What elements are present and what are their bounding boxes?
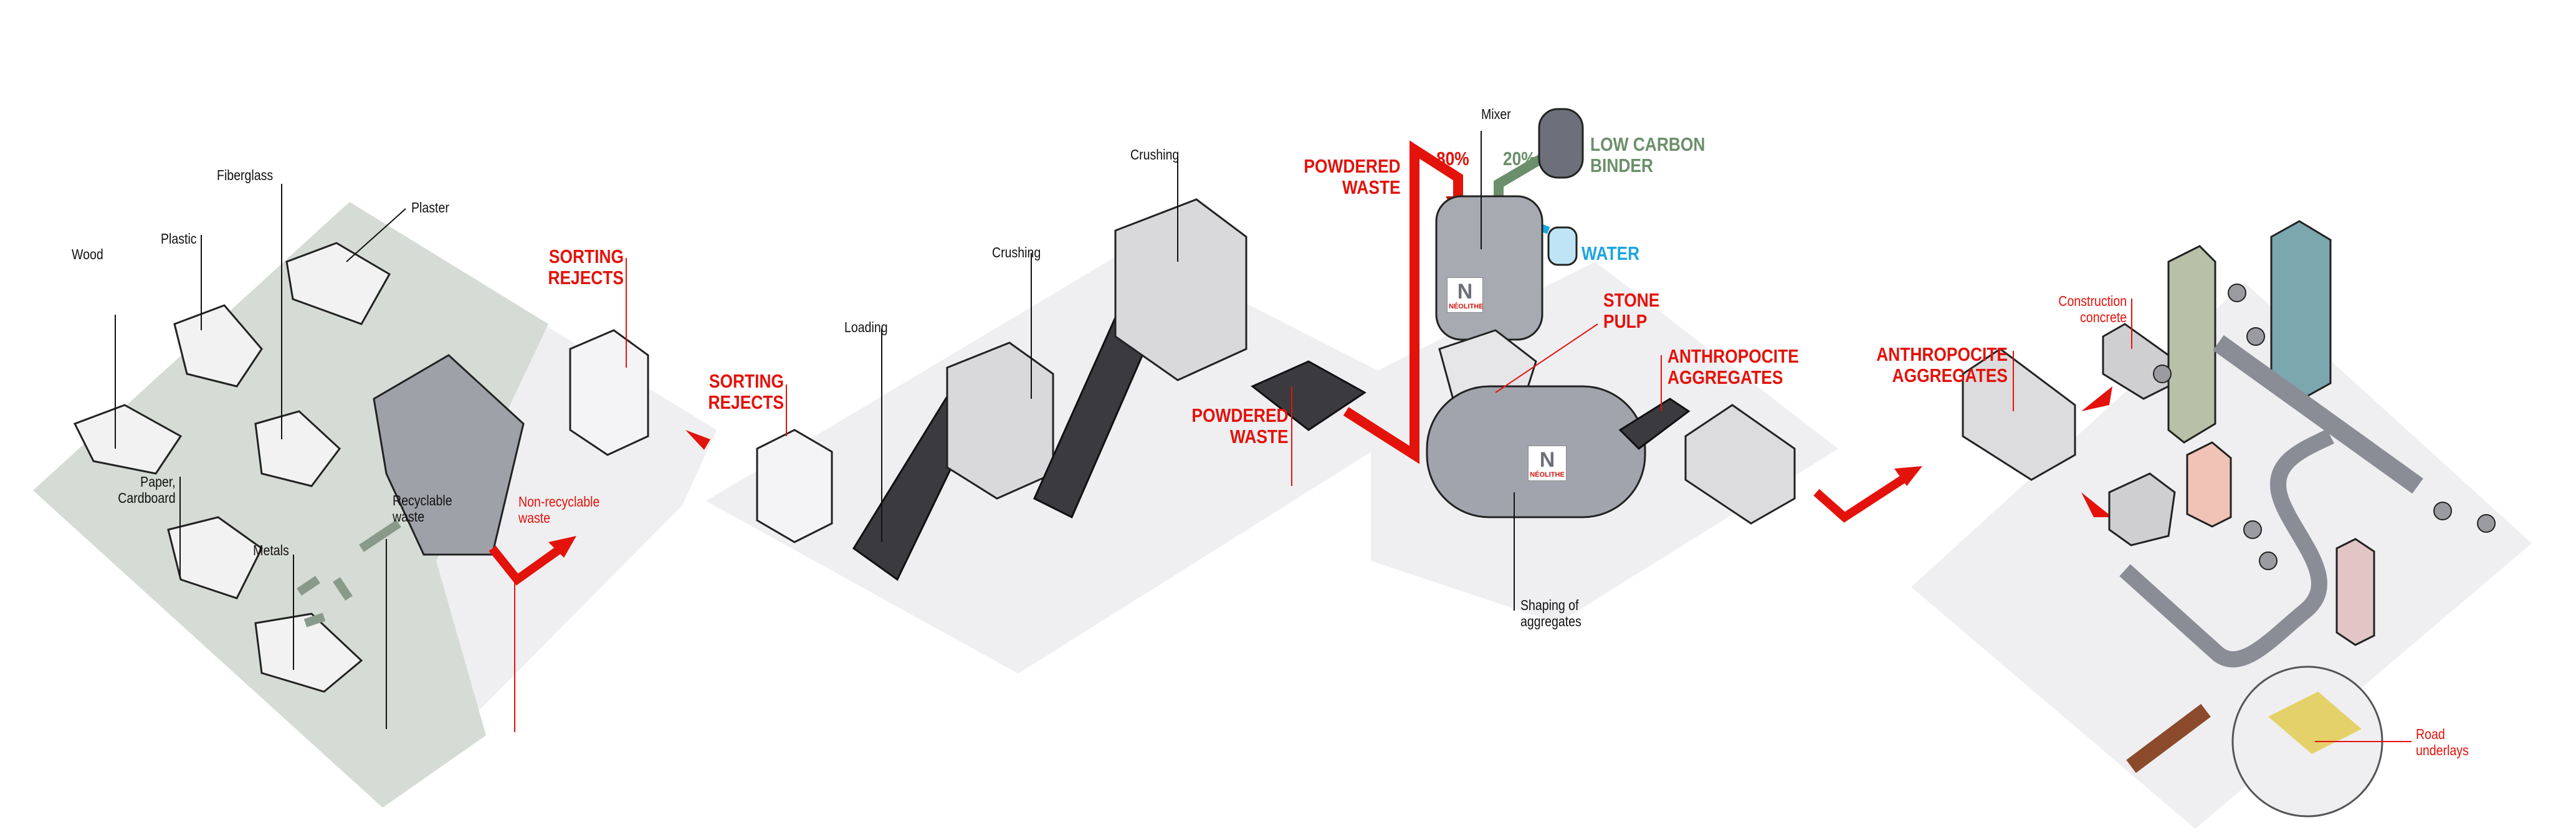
dump-truck-2 xyxy=(1962,348,2076,481)
trees xyxy=(2153,284,2496,570)
fiberglass-pile xyxy=(254,410,341,487)
red-leader-lines xyxy=(514,258,2411,742)
label-powdered-waste-1: POWDERED WASTE xyxy=(1191,404,1289,447)
label-20-percent: 20% xyxy=(1503,148,1536,169)
house xyxy=(2186,441,2232,528)
aggregate-chute xyxy=(1618,398,1691,450)
recycle-icon xyxy=(297,520,401,627)
label-low-carbon-binder: LOW CARBON BINDER xyxy=(1590,133,1705,176)
label-construction-concrete: Construction concrete xyxy=(2058,293,2127,325)
big-bag-1 xyxy=(569,329,649,456)
label-80-percent: 80% xyxy=(1436,148,1469,169)
powder-tray xyxy=(1251,360,1367,431)
road-underlay-strip xyxy=(2126,704,2211,773)
crusher-1 xyxy=(946,341,1054,500)
leader-lines xyxy=(115,131,1515,729)
label-sorting-rejects-1: SORTING REJECTS xyxy=(548,246,624,289)
arrow-to-city xyxy=(1813,473,1909,523)
label-loading: Loading xyxy=(844,319,888,335)
label-plaster: Plaster xyxy=(411,199,449,216)
brand-name-mixer: NÉOLITHE xyxy=(1449,303,1484,310)
label-water: WATER xyxy=(1581,242,1640,264)
label-non-recyclable-waste: Non-recyclable waste xyxy=(518,494,600,526)
metal-pile xyxy=(254,613,363,693)
office-building xyxy=(2167,245,2216,444)
crusher-2 xyxy=(1114,198,1247,381)
road xyxy=(2119,429,2334,667)
label-crushing-2: Crushing xyxy=(1130,146,1180,163)
arrow-to-bulldozer xyxy=(2081,492,2112,517)
binder-silo xyxy=(1538,108,1584,179)
road-underlay-detail xyxy=(2268,692,2362,754)
bulldozer xyxy=(2108,472,2176,546)
label-plastic: Plastic xyxy=(161,231,197,247)
label-powdered-waste-2: POWDERED WASTE xyxy=(1304,155,1401,198)
non-recyclable-arrow xyxy=(489,545,564,586)
concrete-mixer-truck xyxy=(2102,323,2170,400)
label-anthropocite-aggregates-1: ANTHROPOCITE AGGREGATES xyxy=(1667,345,1799,388)
label-recyclable-waste: Recyclable waste xyxy=(393,492,452,525)
powdered-waste-pipe xyxy=(1343,140,1463,464)
label-mixer: Mixer xyxy=(1481,106,1511,122)
sorting-platform xyxy=(33,202,548,808)
water-glass xyxy=(1547,226,1578,266)
tower-building xyxy=(2270,220,2332,400)
neolithe-logo-mark: N xyxy=(1457,280,1473,303)
big-bag-2 xyxy=(756,429,833,543)
neolithe-logo-mixer: N NÉOLITHE xyxy=(1447,277,1484,313)
highway-bridge xyxy=(2213,335,2423,494)
arrow-head xyxy=(548,536,576,558)
brand-name-drum: NÉOLITHE xyxy=(1530,471,1565,479)
label-fiberglass: Fiberglass xyxy=(217,167,274,183)
label-sorting-rejects-2: SORTING REJECTS xyxy=(708,370,784,413)
plaster-pile xyxy=(285,242,391,325)
label-road-underlays: Road underlays xyxy=(2416,726,2469,758)
small-building xyxy=(2335,538,2375,646)
label-metals: Metals xyxy=(253,542,289,558)
plastic-pile xyxy=(173,304,263,388)
paper-pile xyxy=(167,516,263,599)
neolithe-logo-drum: N NÉOLITHE xyxy=(1528,446,1567,481)
neolithe-logo-mark: N xyxy=(1539,448,1555,472)
label-crushing-1: Crushing xyxy=(992,244,1041,260)
arrow-to-crushing xyxy=(685,430,710,450)
label-paper-cardboard: Paper, Cardboard xyxy=(118,474,176,506)
label-wood: Wood xyxy=(72,246,103,262)
mixer-tank xyxy=(1435,195,1543,341)
wood-pile xyxy=(73,404,183,475)
label-anthropocite-aggregates-2: ANTHROPOCITE AGGREGATES xyxy=(1876,343,2008,386)
arrow-to-mixer-truck xyxy=(2081,386,2112,411)
label-shaping-of-aggregates: Shaping of aggregates xyxy=(1520,597,1581,629)
city-arrow-head xyxy=(1894,466,1922,486)
label-stone-pulp: STONE PULP xyxy=(1603,289,1660,332)
dump-truck-1 xyxy=(1684,404,1796,525)
city-platform xyxy=(1911,283,2532,829)
